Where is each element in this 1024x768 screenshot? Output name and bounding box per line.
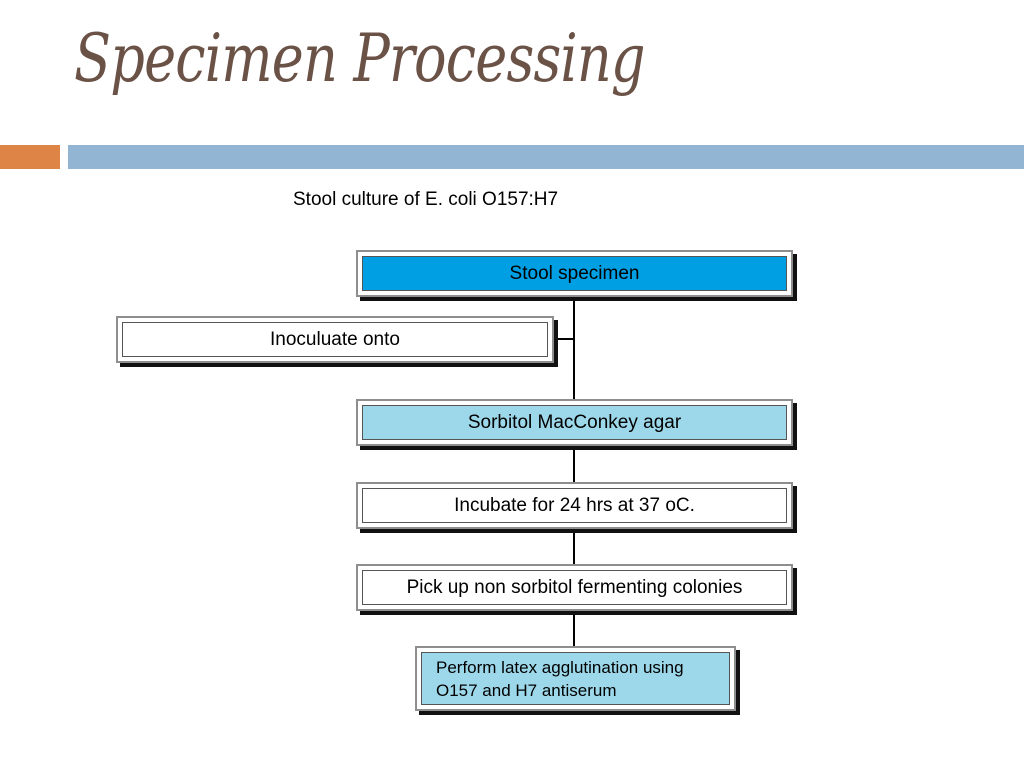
connector-pickup-perform	[573, 610, 575, 647]
box-pick-up-colonies-label: Pick up non sorbitol fermenting colonies	[362, 570, 787, 605]
box-sorbitol-agar: Sorbitol MacConkey agar	[356, 399, 793, 446]
box-sorbitol-agar-label: Sorbitol MacConkey agar	[362, 405, 787, 440]
box-inoculate-label: Inoculuate onto	[122, 322, 548, 357]
box-incubate-label: Incubate for 24 hrs at 37 oC.	[362, 488, 787, 523]
box-inoculate: Inoculuate onto	[116, 316, 554, 363]
accent-bar-blue	[68, 145, 1024, 169]
box-latex-agglutination-label: Perform latex agglutination using O157 a…	[421, 652, 730, 705]
connector-incubate-pickup	[573, 528, 575, 565]
box-incubate: Incubate for 24 hrs at 37 oC.	[356, 482, 793, 529]
slide-title: Specimen Processing	[74, 20, 646, 97]
box-stool-specimen: Stool specimen	[356, 250, 793, 297]
connector-agar-incubate	[573, 445, 575, 483]
box-latex-agglutination: Perform latex agglutination using O157 a…	[415, 646, 736, 711]
connector-branch-horizontal	[553, 338, 574, 340]
diagram-subtitle: Stool culture of E. coli O157:H7	[293, 189, 559, 210]
box-stool-specimen-label: Stool specimen	[362, 256, 787, 291]
connector-main-vertical	[573, 296, 575, 400]
box-pick-up-colonies: Pick up non sorbitol fermenting colonies	[356, 564, 793, 611]
accent-bar-orange	[0, 145, 60, 169]
